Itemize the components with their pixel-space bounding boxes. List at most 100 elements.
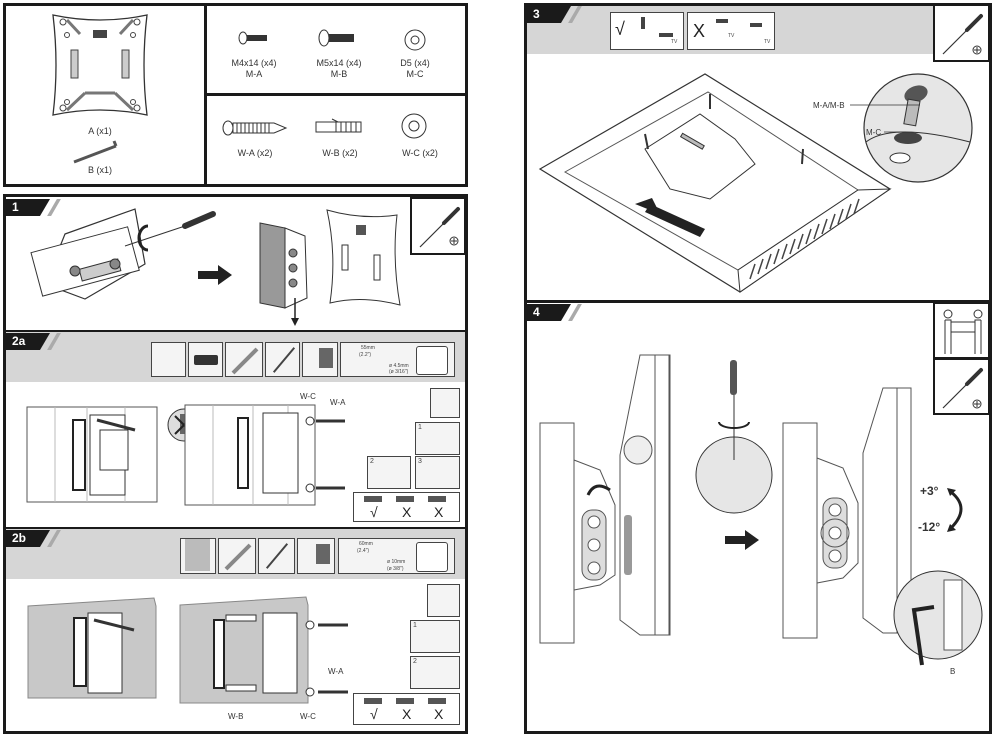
level-check-row-2b: √ X X — [353, 693, 460, 725]
drill-depth-diagram-tile: 55mm (2.2") ø 4.5mm (ø 3/16") — [340, 342, 455, 377]
wall-anchor-w-b-icon — [315, 118, 362, 133]
w-c-label: W-C (x2) — [402, 148, 438, 158]
drill-depth-imperial: (2.2") — [359, 352, 372, 358]
step-2b-tag: 2b — [6, 530, 61, 547]
tv-mounted-illustration — [782, 387, 912, 639]
step-divider-1-2a — [3, 330, 468, 332]
correct-check-mark: √ — [615, 19, 625, 39]
callout-b: B — [950, 667, 956, 676]
mount-plate-illustration — [326, 209, 401, 306]
bracket-with-screws-illustration — [184, 404, 345, 506]
bracket-detached-illustration — [259, 222, 308, 326]
washer-m-c-icon — [404, 29, 426, 51]
phillips-screwdriver-icon — [419, 207, 460, 248]
step-divider-2a-2b — [3, 527, 468, 529]
screwdriver-tool-box-4 — [933, 358, 990, 415]
tv-back-with-plate-illustration — [538, 73, 892, 293]
pencil-tool-tile — [265, 342, 300, 377]
substep-1-tile-2b: 1 — [410, 620, 460, 653]
drill-substep-tile-2b — [427, 584, 460, 617]
tv-label-wrong-1: TV — [728, 33, 735, 39]
w-a-label: W-A (x2) — [237, 148, 273, 158]
level-tool-tile-2b — [218, 538, 256, 574]
tilt-down-label: -12° — [918, 520, 941, 534]
substep-2-tile-2b: 2 — [410, 656, 460, 689]
m-a-code: M-A — [245, 69, 263, 79]
stud-wall-tool-tile — [151, 342, 186, 377]
step-1-number: 1 — [12, 200, 19, 214]
callout-w-c: W-C — [300, 392, 316, 401]
level-wrong-mark-1: X — [402, 504, 412, 520]
hex-key-adjust-magnifier — [893, 570, 983, 666]
callout-m-a-m-b: M-A/M-B — [813, 101, 845, 110]
substep-2-tile: 2 — [367, 456, 411, 489]
drill-substep-tile — [430, 388, 460, 418]
bracket-disassembly-illustration — [30, 208, 216, 300]
step-2a-tag: 2a — [6, 333, 61, 350]
level-check-row-2a: √ X X — [353, 492, 460, 522]
phillips-screwdriver-icon-4 — [942, 368, 983, 409]
step-divider-3-4 — [524, 300, 992, 303]
part-b-label: B (x1) — [87, 165, 112, 175]
drill-depth-value-2b: 60mm — [359, 541, 373, 547]
level-wrong-mark-2: X — [434, 504, 444, 520]
bracket-on-concrete-wall-illustration — [27, 597, 157, 699]
step-3-tag: 3 — [527, 6, 582, 23]
callout-w-a: W-A — [330, 398, 346, 407]
parts-divider-horizontal — [204, 93, 468, 96]
substep-2-number: 2 — [370, 458, 374, 465]
tv-label-wrong-2: TV — [764, 39, 771, 45]
tv-label-correct: TV — [671, 39, 678, 45]
screw-m-a-icon — [238, 31, 267, 45]
screwdriver-tool-box — [410, 197, 466, 255]
level-correct-mark-2b: √ — [370, 706, 378, 722]
hex-key-b-illustration — [73, 140, 118, 164]
substep-1-number-2b: 1 — [413, 622, 417, 629]
tilt-arc-arrow-icon — [947, 488, 963, 532]
drill-tool-tile-2b — [297, 538, 335, 574]
drill-depth-imperial-2b: (2.4") — [357, 548, 370, 554]
drill-bit-imperial: (ø 3/16") — [389, 369, 409, 375]
drill-bit-size-2b: ø 10mm — [387, 559, 406, 565]
m-a-size: M4x14 (x4) — [231, 58, 277, 68]
drill-bit-imperial-2b: (ø 3/8") — [387, 566, 404, 572]
correct-screw-length-tile: √ TV — [610, 12, 684, 50]
m-b-size: M5x14 (x4) — [316, 58, 362, 68]
step-4-tag: 4 — [527, 304, 582, 321]
level-correct-mark: √ — [370, 504, 378, 520]
step-4-number: 4 — [533, 305, 540, 319]
step-2a-number: 2a — [12, 334, 26, 348]
arrow-right-icon — [198, 265, 232, 285]
wrong-screw-length-tile: X TV TV — [687, 12, 775, 50]
level-wrong-mark-1-2b: X — [402, 706, 412, 722]
screw-tightening-magnifier — [695, 360, 773, 514]
callout-w-b: W-B — [228, 712, 244, 721]
screwdriver-tool-box-3 — [933, 4, 990, 62]
drill-tool-tile — [302, 342, 338, 377]
level-wrong-mark-2-2b: X — [434, 706, 444, 722]
substep-1-number: 1 — [418, 424, 422, 431]
screw-detail-magnifier — [863, 73, 973, 183]
m-c-code: M-C — [406, 69, 424, 79]
concrete-wall-tool-tile — [180, 538, 216, 574]
callout-m-c: M-C — [866, 128, 882, 137]
phillips-screwdriver-icon-3 — [942, 14, 983, 55]
step-1-tag: 1 — [6, 199, 61, 216]
drill-depth-value: 55mm — [361, 345, 375, 351]
drill-bit-size: ø 4.5mm — [389, 363, 409, 369]
wood-screw-w-a-icon — [222, 120, 288, 136]
callout-w-c-2b: W-C — [300, 712, 316, 721]
level-tool-tile — [225, 342, 263, 377]
screw-m-b-icon — [318, 29, 354, 47]
pencil-tool-tile-2b — [258, 538, 295, 574]
callout-w-a-2b: W-A — [328, 667, 344, 676]
tv-hanging-illustration — [539, 354, 671, 644]
drill-depth-diagram-tile-2b: 60mm (2.4") ø 10mm (ø 3/8") — [338, 538, 455, 574]
wrong-x-mark: X — [693, 21, 706, 41]
bracket-with-anchors-illustration — [179, 596, 348, 704]
substep-2-number-2b: 2 — [413, 658, 417, 665]
two-person-tool-box — [933, 302, 990, 359]
stud-finder-tool-tile — [188, 342, 223, 377]
m-b-code: M-B — [330, 69, 348, 79]
substep-1-tile: 1 — [415, 422, 460, 455]
